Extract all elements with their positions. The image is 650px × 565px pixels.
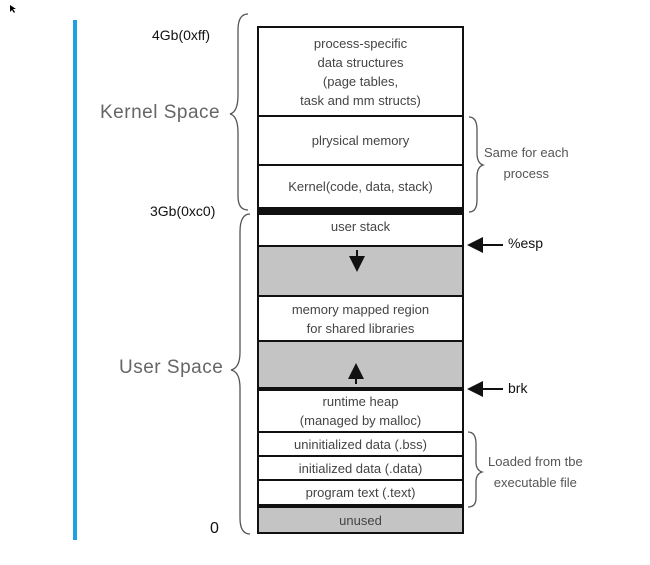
- same-for-each-note: Same for each process: [484, 145, 569, 181]
- mouse-cursor-icon: [10, 0, 18, 13]
- same-for-each-brace: [468, 116, 486, 213]
- address-bottom: 0: [210, 520, 219, 537]
- loaded-from-brace: [467, 431, 485, 508]
- text-unused-divider: [257, 504, 464, 507]
- segment-physical-memory: plrysical memory: [257, 115, 464, 166]
- address-top: 4Gb(0xff): [152, 27, 211, 43]
- user-space-label: User Space: [119, 357, 224, 378]
- address-kernel-start: 3Gb(0xc0): [150, 203, 216, 219]
- segment-unused: unused: [257, 506, 464, 534]
- segment-user-stack: user stack: [257, 213, 464, 247]
- user-space-brace: [230, 213, 251, 535]
- kernel-space-brace: [229, 13, 249, 211]
- segment-process-specific: process-specific data structures (page t…: [257, 26, 464, 117]
- brk-pointer-label: brk: [508, 380, 528, 396]
- esp-pointer-label: %esp: [508, 235, 544, 251]
- slide-accent-bar: [73, 20, 77, 540]
- kernel-space-label: Kernel Space: [100, 102, 221, 123]
- segment-runtime-heap: runtime heap (managed by malloc): [257, 389, 464, 433]
- kernel-user-boundary: [257, 207, 464, 214]
- loaded-from-executable-note: Loaded from tbe executable file: [488, 454, 583, 490]
